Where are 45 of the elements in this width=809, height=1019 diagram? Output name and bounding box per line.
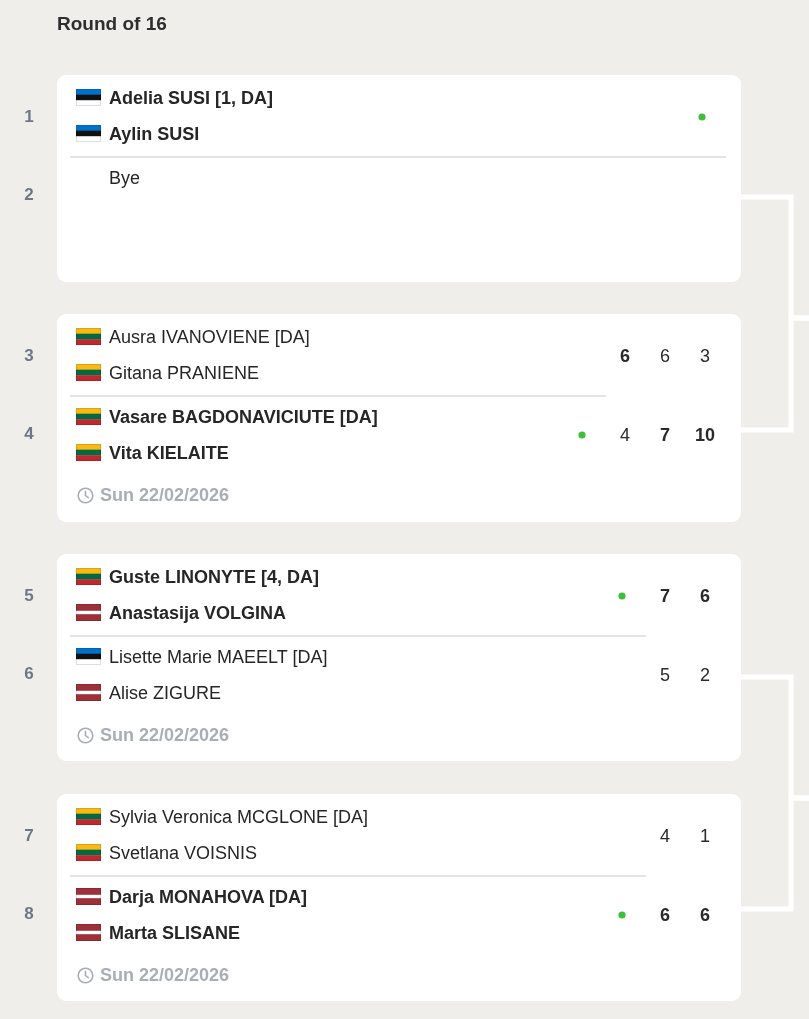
slot-number: 1 xyxy=(23,106,35,128)
set-score: 4 xyxy=(619,424,631,447)
match-card xyxy=(57,554,741,761)
player-name: Bye xyxy=(109,167,141,190)
set-score: 6 xyxy=(659,904,671,927)
player-name: Ausra IVANOVIENE [DA] xyxy=(109,326,310,349)
slot-number: 2 xyxy=(23,184,35,206)
set-score: 6 xyxy=(699,904,711,927)
slot-number: 4 xyxy=(23,423,35,445)
set-score: 7 xyxy=(659,424,671,447)
set-score: 5 xyxy=(659,664,671,687)
set-score: 3 xyxy=(699,345,711,368)
match-card xyxy=(57,794,741,1001)
set-score: 1 xyxy=(699,825,711,848)
set-score: 10 xyxy=(694,424,716,447)
set-score: 2 xyxy=(699,664,711,687)
player-name: Darja MONAHOVA [DA] xyxy=(109,886,307,909)
match-card xyxy=(57,314,741,522)
player-name: Lisette Marie MAEELT [DA] xyxy=(109,646,328,669)
player-name: Vasare BAGDONAVICIUTE [DA] xyxy=(109,406,378,429)
slot-number: 5 xyxy=(23,585,35,607)
match-date: Sun 22/02/2026 xyxy=(100,724,230,747)
player-name: Aylin SUSI xyxy=(109,123,200,146)
round-title: Round of 16 xyxy=(57,12,167,36)
player-name: Alise ZIGURE xyxy=(109,682,222,705)
match-card xyxy=(57,75,741,282)
player-name: Gitana PRANIENE xyxy=(109,362,260,385)
slot-number: 8 xyxy=(23,903,35,925)
player-name: Sylvia Veronica MCGLONE [DA] xyxy=(109,806,369,829)
slot-number: 7 xyxy=(23,825,35,847)
player-name: Marta SLISANE xyxy=(109,922,241,945)
match-date: Sun 22/02/2026 xyxy=(100,484,230,507)
player-name: Anastasija VOLGINA xyxy=(109,602,287,625)
player-name: Adelia SUSI [1, DA] xyxy=(109,87,274,110)
set-score: 6 xyxy=(619,345,631,368)
slot-number: 3 xyxy=(23,345,35,367)
set-score: 6 xyxy=(659,345,671,368)
slot-number: 6 xyxy=(23,663,35,685)
player-name: Svetlana VOISNIS xyxy=(109,842,258,865)
set-score: 6 xyxy=(699,585,711,608)
match-date: Sun 22/02/2026 xyxy=(100,964,230,987)
set-score: 7 xyxy=(659,585,671,608)
set-score: 4 xyxy=(659,825,671,848)
player-name: Vita KIELAITE xyxy=(109,442,229,465)
player-name: Guste LINONYTE [4, DA] xyxy=(109,566,319,589)
